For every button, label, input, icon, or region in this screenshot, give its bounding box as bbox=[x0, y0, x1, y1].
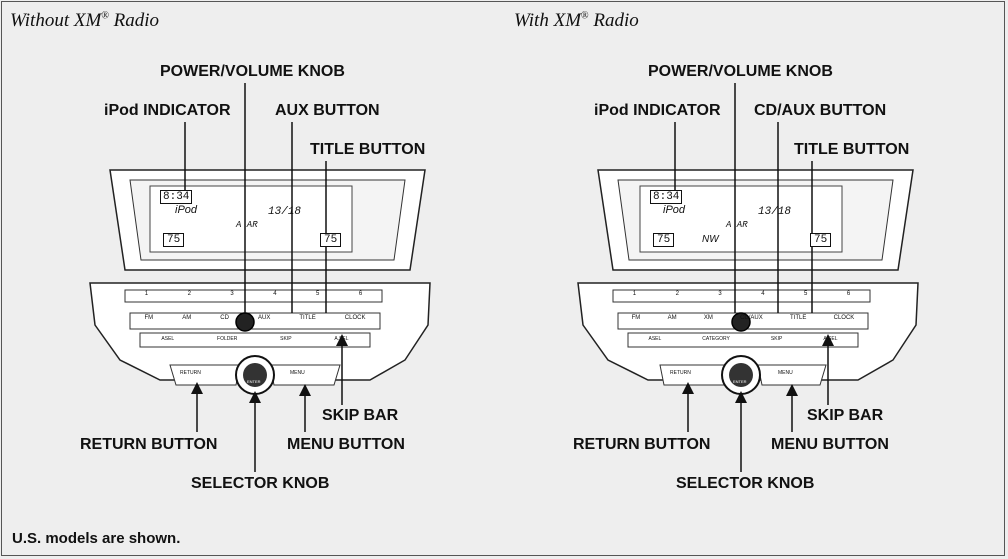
right-power-volume-knob[interactable] bbox=[731, 312, 751, 332]
right-return-label: RETURN bbox=[670, 370, 691, 376]
right-header-text: With XM bbox=[514, 10, 582, 31]
right-asel-button[interactable]: ASEL bbox=[648, 336, 662, 342]
left-button-row3 bbox=[139, 332, 371, 348]
right-display-nw: NW bbox=[702, 234, 719, 245]
left-folder-bar[interactable]: FOLDER bbox=[217, 336, 238, 342]
left-display-mode: A AR bbox=[236, 220, 258, 230]
right-am-button[interactable]: AM bbox=[667, 315, 677, 321]
right-header: With XM® Radio bbox=[514, 10, 639, 32]
right-display-temp-left: 75 bbox=[653, 233, 675, 247]
left-asel2-button[interactable]: A.SEL bbox=[334, 336, 349, 342]
left-preset-labels: 1 2 3 4 5 6 bbox=[125, 291, 382, 297]
right-label-power-volume: POWER/VOLUME KNOB bbox=[648, 63, 833, 80]
left-console-body bbox=[89, 282, 431, 381]
right-preset-3[interactable]: 3 bbox=[718, 291, 722, 297]
right-header-reg: ® bbox=[581, 10, 589, 22]
right-display-source: iPod bbox=[663, 204, 686, 216]
left-display-source: iPod bbox=[175, 204, 198, 216]
left-radio-unit bbox=[89, 83, 431, 472]
right-label-title: TITLE BUTTON bbox=[794, 141, 910, 158]
left-fm-button[interactable]: FM bbox=[144, 315, 154, 321]
right-selector-knob-center bbox=[729, 363, 753, 387]
right-selector-label: ENTER bbox=[733, 379, 747, 384]
left-preset-6[interactable]: 6 bbox=[358, 291, 363, 297]
right-row2-labels: FM AM XM CD/AUX TITLE CLOCK bbox=[618, 315, 868, 321]
left-row2-labels: FM AM CD AUX TITLE CLOCK bbox=[130, 315, 380, 321]
left-preset-row bbox=[124, 289, 383, 303]
right-label-ipod-indicator: iPod INDICATOR bbox=[594, 102, 721, 119]
right-preset-2[interactable]: 2 bbox=[675, 291, 679, 297]
right-label-cd-aux: CD/AUX BUTTON bbox=[754, 102, 887, 119]
left-label-selector: SELECTOR KNOB bbox=[191, 475, 330, 492]
left-header-suffix: Radio bbox=[108, 10, 160, 31]
left-title-button[interactable]: TITLE bbox=[299, 315, 316, 321]
left-display-track: 13/18 bbox=[268, 206, 302, 218]
left-display-clock: 8:34 bbox=[160, 190, 193, 204]
right-display-clock: 8:34 bbox=[650, 190, 683, 204]
right-display-track: 13/18 bbox=[758, 206, 792, 218]
left-preset-4[interactable]: 4 bbox=[273, 291, 277, 297]
left-skip-bar[interactable]: SKIP bbox=[280, 336, 292, 342]
left-preset-3[interactable]: 3 bbox=[230, 291, 234, 297]
right-skip-bar[interactable]: SKIP bbox=[770, 336, 783, 342]
right-console-body bbox=[577, 282, 919, 381]
right-asel2-button[interactable]: A.SEL bbox=[823, 336, 838, 342]
right-preset-row bbox=[612, 289, 871, 303]
left-preset-5[interactable]: 5 bbox=[316, 291, 320, 297]
left-button-row2 bbox=[129, 312, 381, 330]
left-return-label: RETURN bbox=[180, 370, 201, 376]
left-preset-2[interactable]: 2 bbox=[187, 291, 191, 297]
left-selector-label: ENTER bbox=[247, 379, 261, 384]
left-row3-labels: ASEL FOLDER SKIP A.SEL bbox=[140, 336, 370, 342]
left-selector-knob-center bbox=[243, 363, 267, 387]
left-label-aux: AUX BUTTON bbox=[275, 102, 380, 119]
right-cd-aux-button[interactable]: CD/AUX bbox=[740, 315, 763, 321]
left-label-menu: MENU BUTTON bbox=[287, 436, 405, 453]
right-label-return: RETURN BUTTON bbox=[573, 436, 711, 453]
left-menu-label: MENU bbox=[290, 370, 305, 376]
left-menu-button[interactable] bbox=[269, 364, 341, 386]
left-clock-button[interactable]: CLOCK bbox=[344, 315, 366, 321]
left-aux-button[interactable]: AUX bbox=[258, 315, 271, 321]
right-title-button[interactable]: TITLE bbox=[790, 315, 807, 321]
right-label-selector: SELECTOR KNOB bbox=[676, 475, 815, 492]
right-preset-1[interactable]: 1 bbox=[632, 291, 637, 297]
right-fm-button[interactable]: FM bbox=[631, 315, 641, 321]
left-asel-button[interactable]: ASEL bbox=[161, 336, 175, 342]
left-label-power-volume: POWER/VOLUME KNOB bbox=[160, 63, 345, 80]
left-header-reg: ® bbox=[101, 10, 109, 22]
right-display-temp-right: 75 bbox=[810, 233, 832, 247]
left-label-ipod-indicator: iPod INDICATOR bbox=[104, 102, 231, 119]
right-label-skip: SKIP BAR bbox=[807, 407, 884, 424]
right-clock-button[interactable]: CLOCK bbox=[833, 315, 855, 321]
right-button-row3 bbox=[627, 332, 859, 348]
left-display-temp-right: 75 bbox=[320, 233, 342, 247]
left-preset-1[interactable]: 1 bbox=[144, 291, 149, 297]
left-display-temp-left: 75 bbox=[163, 233, 185, 247]
footer-note: U.S. models are shown. bbox=[12, 530, 181, 547]
left-header-text: Without XM bbox=[10, 10, 102, 31]
right-category-bar[interactable]: CATEGORY bbox=[702, 336, 730, 342]
right-preset-6[interactable]: 6 bbox=[846, 291, 851, 297]
right-preset-5[interactable]: 5 bbox=[804, 291, 808, 297]
right-row3-labels: ASEL CATEGORY SKIP A.SEL bbox=[628, 336, 858, 342]
left-label-return: RETURN BUTTON bbox=[80, 436, 218, 453]
right-display-mode: A AR bbox=[726, 220, 748, 230]
left-label-title: TITLE BUTTON bbox=[310, 141, 426, 158]
left-return-button[interactable] bbox=[169, 364, 241, 386]
right-preset-4[interactable]: 4 bbox=[761, 291, 765, 297]
right-header-suffix: Radio bbox=[588, 10, 639, 31]
left-header: Without XM® Radio bbox=[10, 10, 159, 32]
right-preset-labels: 1 2 3 4 5 6 bbox=[613, 291, 870, 297]
left-am-button[interactable]: AM bbox=[182, 315, 192, 321]
right-label-menu: MENU BUTTON bbox=[771, 436, 889, 453]
right-menu-label: MENU bbox=[778, 370, 793, 376]
right-radio-unit bbox=[577, 83, 919, 472]
left-cd-button[interactable]: CD bbox=[220, 315, 229, 321]
right-xm-button[interactable]: XM bbox=[703, 315, 713, 321]
left-label-skip: SKIP BAR bbox=[322, 407, 399, 424]
